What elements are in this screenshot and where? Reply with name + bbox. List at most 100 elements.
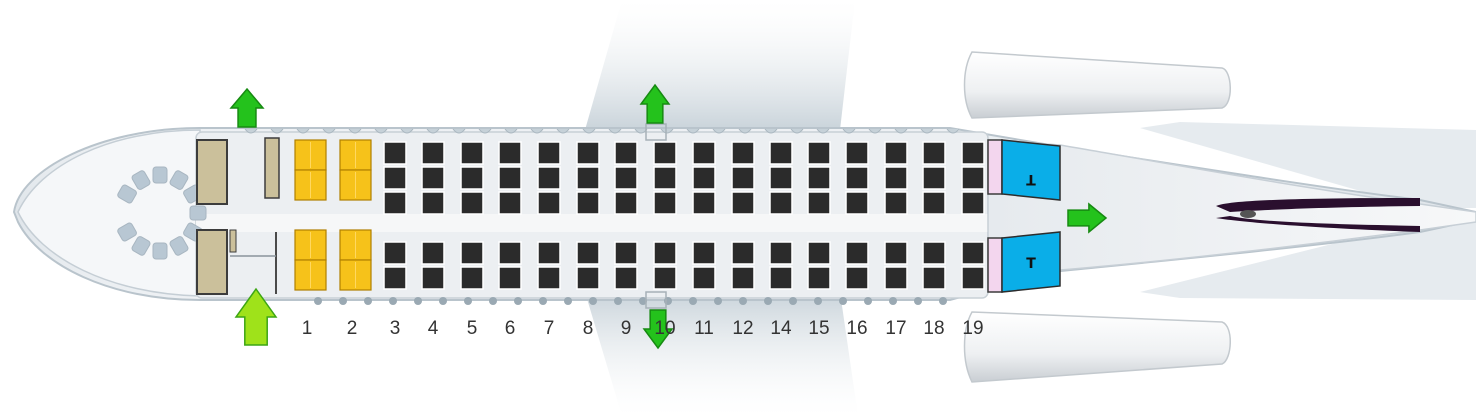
- row-label: 5: [467, 318, 478, 339]
- seat-standard[interactable]: [383, 241, 407, 265]
- window-port: [478, 128, 492, 134]
- window-port: [389, 297, 397, 305]
- seat-standard[interactable]: [614, 141, 638, 165]
- seat-standard[interactable]: [653, 141, 677, 165]
- seat-standard[interactable]: [614, 266, 638, 290]
- seat-standard[interactable]: [845, 191, 869, 215]
- exit-arrow-icon: [642, 309, 674, 350]
- seats[interactable]: [294, 139, 985, 291]
- seat-standard[interactable]: [460, 241, 484, 265]
- seat-standard[interactable]: [845, 266, 869, 290]
- seat-standard[interactable]: [576, 266, 600, 290]
- seat-standard[interactable]: [769, 191, 793, 215]
- seat-standard[interactable]: [922, 266, 946, 290]
- horizontal-stabilizers: [1140, 122, 1476, 300]
- seat-standard[interactable]: [922, 241, 946, 265]
- seat-standard[interactable]: [498, 241, 522, 265]
- seat-standard[interactable]: [961, 166, 985, 190]
- seat-standard[interactable]: [614, 166, 638, 190]
- seat-standard[interactable]: [421, 266, 445, 290]
- seat-standard[interactable]: [731, 266, 755, 290]
- seat-standard[interactable]: [692, 266, 716, 290]
- seat-standard[interactable]: [807, 191, 831, 215]
- seat-standard[interactable]: [537, 191, 561, 215]
- seat-standard[interactable]: [537, 241, 561, 265]
- seat-standard[interactable]: [961, 266, 985, 290]
- seat-standard[interactable]: [731, 191, 755, 215]
- seat-standard[interactable]: [922, 141, 946, 165]
- seat-standard[interactable]: [884, 241, 908, 265]
- row-label: 11: [694, 318, 714, 339]
- seat-standard[interactable]: [576, 141, 600, 165]
- seat-standard[interactable]: [731, 241, 755, 265]
- seat-standard[interactable]: [845, 166, 869, 190]
- seat-standard[interactable]: [731, 166, 755, 190]
- seat-standard[interactable]: [807, 166, 831, 190]
- seat-standard[interactable]: [769, 241, 793, 265]
- seat-standard[interactable]: [498, 166, 522, 190]
- seat-standard[interactable]: [769, 141, 793, 165]
- row-label: 17: [885, 318, 906, 339]
- seat-standard[interactable]: [383, 166, 407, 190]
- seat-standard[interactable]: [537, 266, 561, 290]
- wing-lower: [585, 292, 858, 416]
- seat-standard[interactable]: [421, 191, 445, 215]
- window-port: [314, 297, 322, 305]
- seat-standard[interactable]: [498, 141, 522, 165]
- seat-standard[interactable]: [807, 141, 831, 165]
- seat-standard[interactable]: [769, 266, 793, 290]
- seat-standard[interactable]: [807, 241, 831, 265]
- seat-standard[interactable]: [383, 266, 407, 290]
- seat-standard[interactable]: [460, 166, 484, 190]
- seat-standard[interactable]: [653, 241, 677, 265]
- seat-standard[interactable]: [731, 141, 755, 165]
- seat-standard[interactable]: [769, 166, 793, 190]
- seat-standard[interactable]: [421, 166, 445, 190]
- window-port: [400, 128, 414, 134]
- seat-standard[interactable]: [961, 141, 985, 165]
- seat-standard[interactable]: [692, 166, 716, 190]
- seat-standard[interactable]: [421, 241, 445, 265]
- seat-standard[interactable]: [692, 241, 716, 265]
- seat-standard[interactable]: [884, 141, 908, 165]
- seat-standard[interactable]: [614, 191, 638, 215]
- seat-standard[interactable]: [845, 241, 869, 265]
- seat-standard[interactable]: [498, 191, 522, 215]
- row-label: 18: [923, 318, 944, 339]
- window-port: [660, 128, 674, 134]
- seat-standard[interactable]: [576, 191, 600, 215]
- seat-standard[interactable]: [498, 266, 522, 290]
- window-port: [504, 128, 518, 134]
- seat-standard[interactable]: [653, 191, 677, 215]
- window-port: [439, 297, 447, 305]
- cockpit-window: [169, 236, 189, 256]
- seat-standard[interactable]: [922, 166, 946, 190]
- seat-standard[interactable]: [692, 141, 716, 165]
- seat-standard[interactable]: [961, 191, 985, 215]
- seat-standard[interactable]: [460, 191, 484, 215]
- seat-standard[interactable]: [537, 141, 561, 165]
- seat-standard[interactable]: [460, 141, 484, 165]
- seat-standard[interactable]: [884, 166, 908, 190]
- window-port: [556, 128, 570, 134]
- seat-standard[interactable]: [421, 141, 445, 165]
- seat-standard[interactable]: [653, 266, 677, 290]
- seat-standard[interactable]: [692, 191, 716, 215]
- seat-standard[interactable]: [845, 141, 869, 165]
- seat-standard[interactable]: [653, 166, 677, 190]
- seat-standard[interactable]: [884, 266, 908, 290]
- seat-standard[interactable]: [537, 166, 561, 190]
- seat-standard[interactable]: [576, 241, 600, 265]
- seat-standard[interactable]: [961, 241, 985, 265]
- lavatory-door-lower: [987, 237, 1003, 293]
- seat-standard[interactable]: [383, 191, 407, 215]
- seat-standard[interactable]: [807, 266, 831, 290]
- seat-standard[interactable]: [614, 241, 638, 265]
- window-port: [374, 128, 388, 134]
- seat-standard[interactable]: [383, 141, 407, 165]
- seat-standard[interactable]: [884, 191, 908, 215]
- seat-standard[interactable]: [460, 266, 484, 290]
- seat-standard[interactable]: [922, 191, 946, 215]
- seat-standard[interactable]: [576, 166, 600, 190]
